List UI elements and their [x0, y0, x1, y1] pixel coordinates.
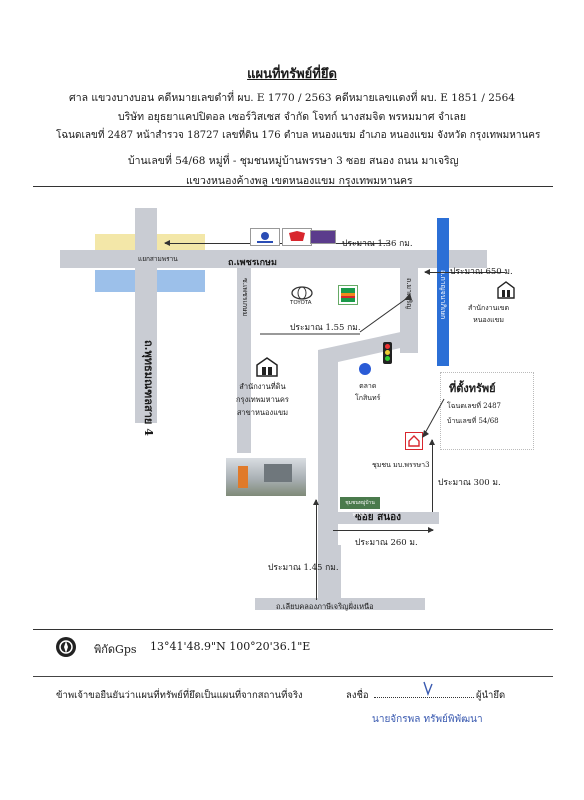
signature-line	[374, 697, 474, 698]
home-icon	[408, 435, 420, 447]
label-kanchanaphisek: ถ.กาญจนาภิเษก	[439, 270, 447, 320]
signature-mark	[423, 681, 433, 697]
compass-icon	[56, 637, 76, 657]
dist-mid: ประมาณ 1.55 กม.	[290, 323, 361, 333]
community-sign: ชุมชนหมู่บ้านพรรษา	[340, 497, 380, 518]
label-soi-sanong: ซอย สนอง	[355, 512, 401, 523]
label-intersection: แยกสามพราน	[138, 255, 178, 263]
building-icon	[497, 281, 515, 299]
certify-text: ข้าพเจ้าขอยืนยันว่าแผนที่ทรัพย์ที่ยึดเป็…	[56, 690, 303, 701]
traffic-light-icon	[383, 342, 392, 364]
role-label: ผู้นำยึด	[476, 690, 506, 701]
seven-eleven-logo	[338, 285, 358, 305]
area-line: แขวงหนองค้างพลู เขตหนองแขม กรุงเทพมหานคร	[186, 175, 413, 187]
label-phetkasem: ถ.เพชรเกษม	[228, 258, 277, 268]
property-title: ที่ตั้งทรัพย์	[449, 382, 496, 395]
gps-value: 13°41'48.9"N 100°20'36.1"E	[150, 640, 311, 653]
deed-line: โฉนดเลขที่ 2487 หน้าสำรวจ 18727 เลขที่ดิ…	[56, 130, 541, 141]
building-icon	[256, 357, 278, 377]
footer-divider	[33, 676, 553, 677]
district-office-label: สำนักงานเขต หนองแขม	[468, 304, 510, 324]
arrow-right	[424, 269, 505, 275]
toyota-text: TOYOTA	[290, 300, 312, 306]
dist-soi: ประมาณ 260 ม.	[355, 538, 418, 548]
property-house: บ้านเลขที่ 54/68	[447, 417, 499, 425]
bank-logo	[250, 228, 280, 246]
property-marker	[405, 432, 423, 450]
market-label: ตลาด โกสินทร์	[355, 382, 381, 402]
road-phutthamonthon	[135, 208, 157, 423]
property-callout: ที่ตั้งทรัพย์ โฉนดเลขที่ 2487 บ้านเลขที่…	[440, 372, 534, 450]
road-phetkasem	[60, 250, 487, 268]
parties-line: บริษัท อยุธยาแคปปิตอล เซอร์วิสเซส จำกัด …	[117, 111, 467, 123]
label-phutthamonthon: ถ.พุทธมณฑลสาย 4	[142, 340, 155, 436]
label-machaeroen: ถ.มาเจริญ	[405, 278, 413, 310]
road-connector	[325, 545, 341, 600]
toyota-logo	[290, 285, 314, 304]
property-deed: โฉนดเลขที่ 2487	[447, 402, 501, 410]
arrow-soi	[333, 527, 434, 533]
page-title: แผนที่ทรัพย์ที่ยึด	[247, 67, 337, 82]
road-bottom	[255, 598, 425, 610]
road-small-left	[237, 268, 251, 453]
canal	[437, 218, 449, 366]
arrow-mid	[260, 293, 412, 335]
street-photo	[226, 458, 306, 496]
community-sign-text: ชุมชนหมู่บ้านพรรษา	[345, 500, 375, 518]
gps-label: พิกัดGps	[94, 643, 137, 656]
arrow-vertical	[429, 439, 435, 512]
arrow-bottom	[313, 499, 319, 600]
land-office-label: สำนักงานที่ดิน กรุงเทพมหานคร สาขาหนองแขม	[236, 382, 289, 417]
dist-top: ประมาณ 1.36 กม.	[342, 239, 413, 249]
sign-label: ลงชื่อ	[346, 690, 369, 701]
market-marker-icon	[359, 363, 371, 375]
map-frame	[33, 186, 553, 630]
label-bottom-road: ถ.เลียบคลองภาษีเจริญฝั่งเหนือ	[276, 602, 374, 611]
shop-logo	[310, 230, 336, 244]
callout-arrow	[422, 398, 445, 438]
road-soi-sanong	[335, 512, 439, 524]
honda-logo	[282, 228, 312, 246]
dist-vertical: ประมาณ 300 ม.	[438, 478, 501, 488]
court-line: ศาล แขวงบางบอน คดีหมายเลขดำที่ ผบ. E 177…	[69, 92, 515, 104]
address-line: บ้านเลขที่ 54/68 หมู่ที่ - ชุมชนหมู่บ้าน…	[128, 155, 459, 167]
dist-right: ประมาณ 650 ม.	[450, 267, 513, 277]
label-small-left: ซ.เพชรเกษม	[241, 278, 249, 317]
dist-bottom: ประมาณ 1.45 กม.	[268, 563, 339, 573]
signer-name: นายจักรพล ทรัพย์พิพัฒนา	[372, 714, 483, 725]
community-label: ชุมชน มบ.พรรษา3	[372, 461, 430, 469]
